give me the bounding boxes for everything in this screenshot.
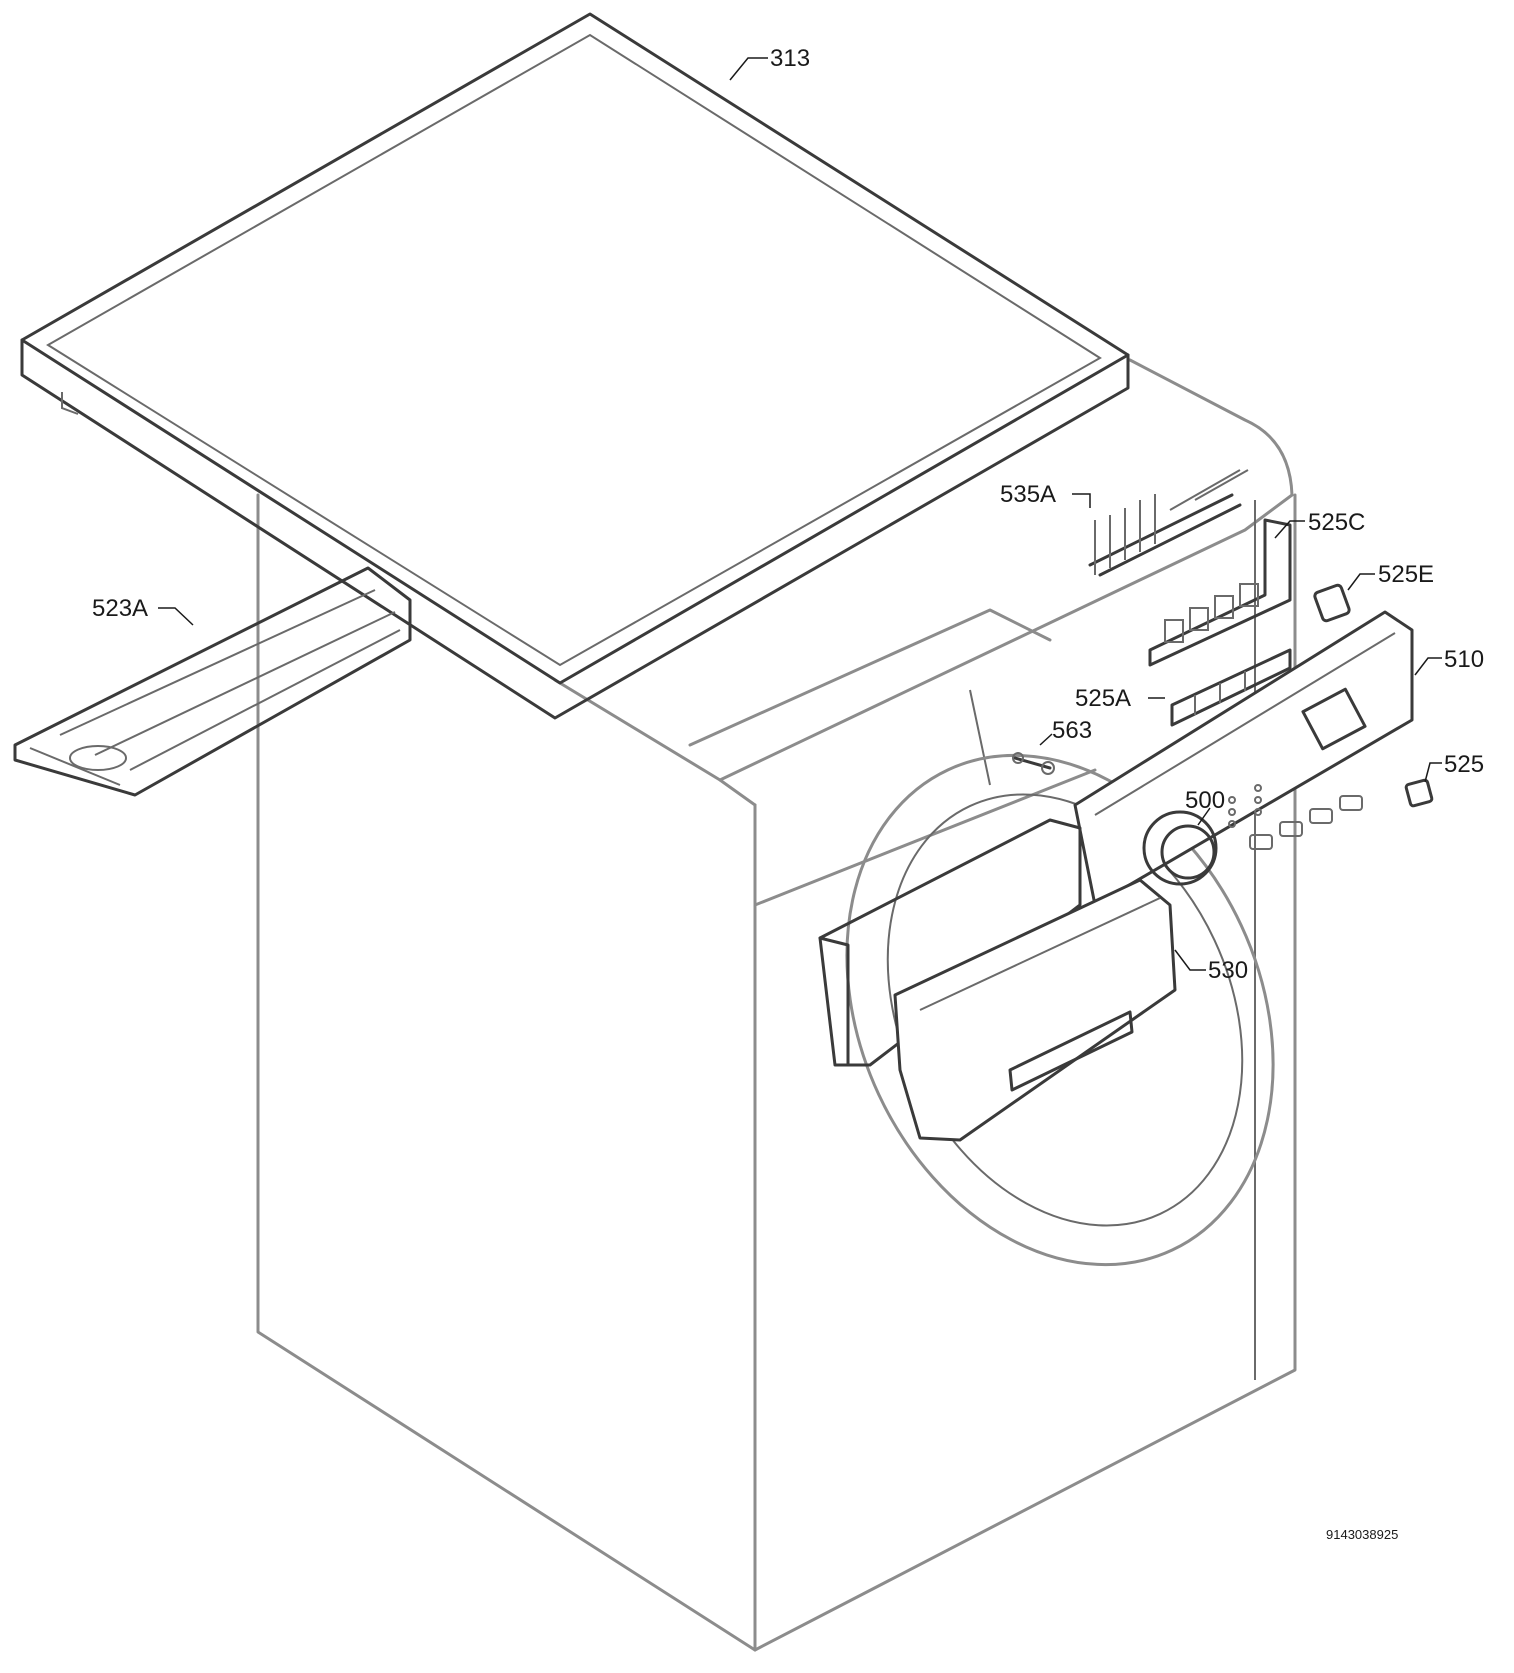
selector-knob — [1142, 810, 1218, 886]
switch-part — [1404, 778, 1434, 808]
top-cover — [20, 12, 1130, 720]
label-535a: 535A — [1000, 481, 1056, 508]
label-510: 510 — [1444, 646, 1484, 673]
leader-lines — [158, 57, 1442, 971]
control-panel — [1073, 610, 1414, 907]
label-500: 500 — [1185, 787, 1225, 814]
dispenser-drawer — [818, 818, 1177, 1142]
lower-board — [1170, 648, 1292, 727]
label-525c: 525C — [1308, 509, 1365, 536]
label-313: 313 — [770, 45, 810, 72]
label-525e: 525E — [1378, 561, 1434, 588]
document-number: 9143038925 — [1326, 1527, 1398, 1542]
label-525a: 525A — [1075, 685, 1131, 712]
cabinet-body — [256, 358, 1297, 1652]
label-523a: 523A — [92, 595, 148, 622]
single-button — [1313, 583, 1351, 623]
upper-board — [1148, 518, 1292, 667]
label-563: 563 — [1052, 717, 1092, 744]
label-530: 530 — [1208, 957, 1248, 984]
rail-part — [13, 566, 412, 797]
part-labels: 313 523A 535A 525C 525E 510 525A 563 500… — [92, 45, 1484, 1542]
label-525: 525 — [1444, 751, 1484, 778]
pin-part — [1012, 752, 1055, 775]
wiring-harness — [1088, 469, 1249, 577]
